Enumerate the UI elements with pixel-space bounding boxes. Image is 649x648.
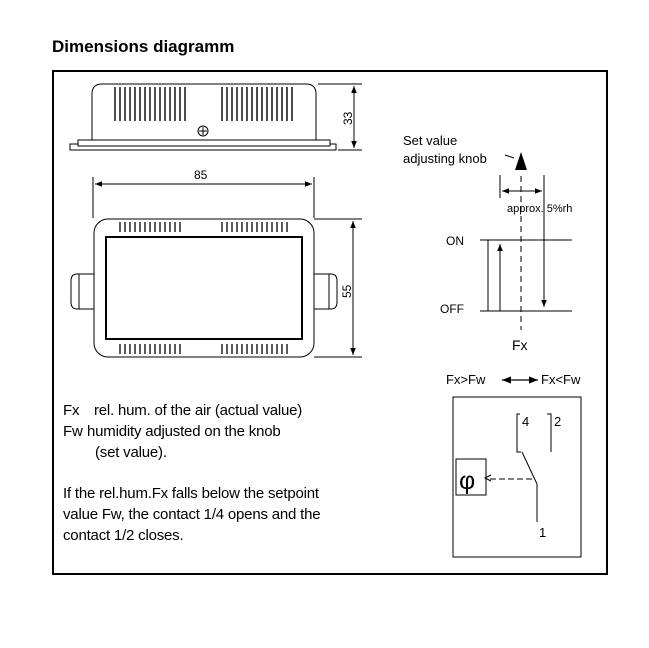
page-title: Dimensions diagramm — [52, 37, 235, 56]
legend-fw-text2: (set value). — [95, 444, 167, 461]
legend-fx-row: Fx rel. hum. of the air (actual value) — [63, 400, 320, 421]
knob-label-line1: Set value — [403, 133, 457, 148]
knob-label-line2: adjusting knob — [403, 151, 487, 166]
height-dimension — [318, 83, 362, 151]
approx-label: approx. 5%rh — [507, 203, 572, 215]
legend-fw-code: Fw — [63, 423, 83, 440]
fx-label: Fx — [512, 337, 528, 353]
depth-value: 55 — [340, 284, 354, 298]
phi-symbol: φ — [459, 467, 475, 495]
terminal-2: 2 — [554, 414, 561, 429]
legend-fw-text: humidity adjusted on the knob — [87, 423, 281, 440]
legend-note-line3: contact 1/2 closes. — [63, 527, 184, 544]
terminal-1: 1 — [539, 525, 546, 540]
fx-lt-fw-label: Fx<Fw — [541, 372, 581, 387]
terminal-4: 4 — [522, 414, 529, 429]
legend-note-line1: If the rel.hum.Fx falls below the setpoi… — [63, 485, 319, 502]
on-label: ON — [446, 234, 464, 248]
fx-gt-fw-label: Fx>Fw — [446, 372, 486, 387]
top-view — [70, 218, 338, 358]
knob-up-arrow-icon — [515, 152, 527, 170]
legend: Fx rel. hum. of the air (actual value) Fw… — [63, 400, 321, 546]
height-value: 33 — [341, 111, 355, 125]
knob-pointer-line — [504, 154, 515, 159]
side-view — [69, 83, 337, 151]
width-value: 85 — [194, 168, 208, 182]
switch-schematic — [452, 396, 582, 558]
diagram-frame — [52, 70, 608, 575]
depth-dimension — [314, 218, 362, 358]
hysteresis-graph — [480, 175, 572, 330]
off-label: OFF — [440, 302, 464, 316]
legend-fx-text: rel. hum. of the air (actual value) — [94, 402, 303, 419]
legend-note-line2: value Fw, the contact 1/4 opens and the — [63, 506, 321, 523]
width-dimension — [92, 177, 315, 218]
legend-fx-code: Fx — [63, 402, 80, 419]
